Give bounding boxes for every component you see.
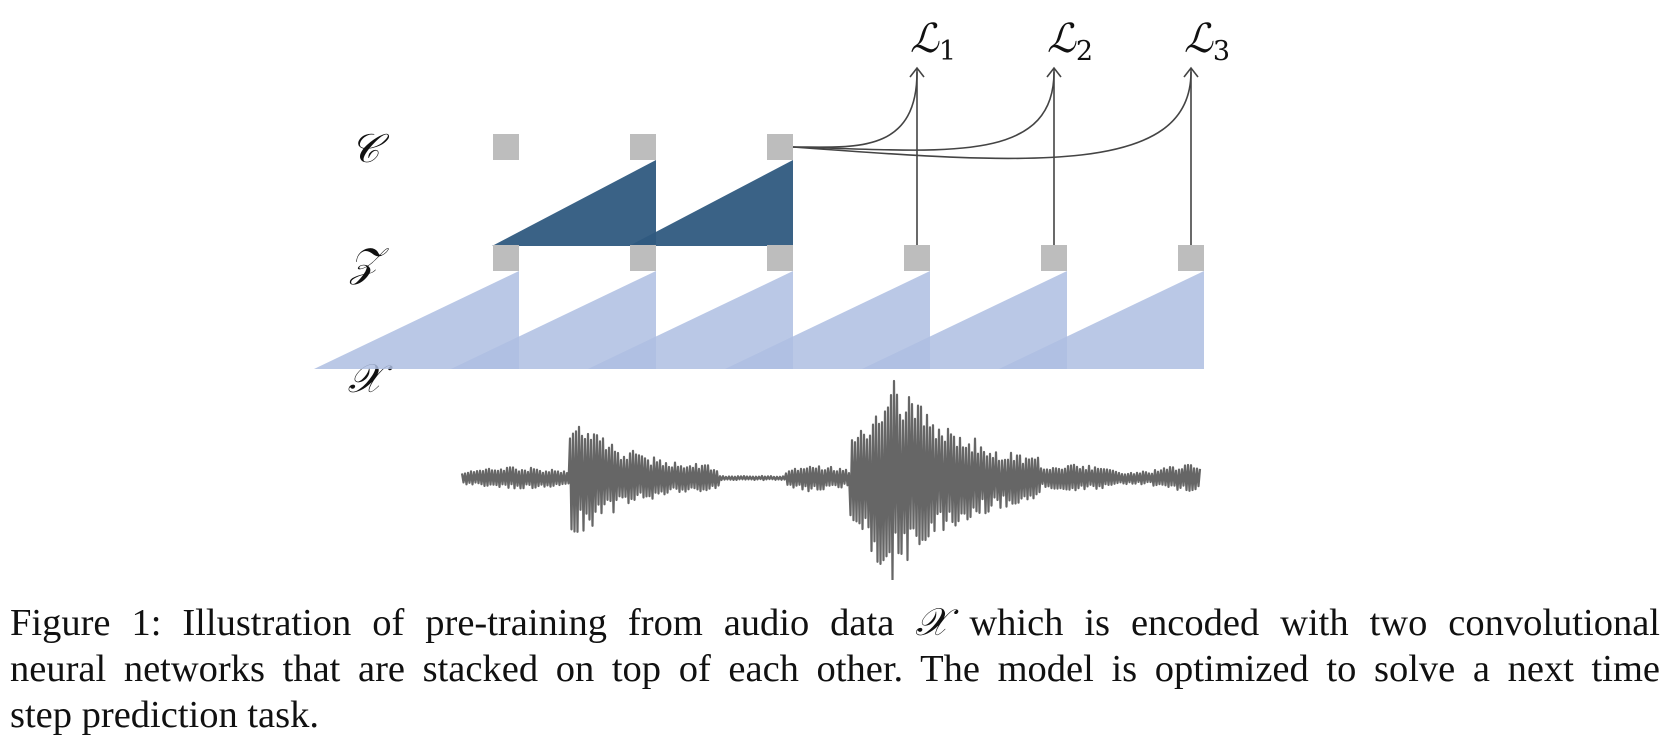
z-node-1 <box>493 245 519 271</box>
arrowhead-3 <box>1183 66 1199 78</box>
layer-label-c: 𝒞 <box>350 126 389 172</box>
figure-caption: Figure 1: Illustration of pre-training f… <box>10 600 1660 738</box>
pretraining-diagram: 𝒞 𝒵 𝒳 ℒ1 ℒ2 ℒ3 <box>314 16 1230 580</box>
audio-waveform <box>460 379 1202 580</box>
caption-line-1: Figure 1: Illustration of pre-training f… <box>10 600 1660 645</box>
encoder-triangle-2 <box>451 271 656 369</box>
c-node-2 <box>630 134 656 160</box>
layer-label-z: 𝒵 <box>349 240 390 286</box>
encoder-receptive-fields <box>314 271 1204 369</box>
caption-line-2: neural networks that are stacked on top … <box>10 648 1660 690</box>
context-receptive-fields <box>492 160 793 246</box>
context-triangle-2 <box>629 160 793 246</box>
c-node-1 <box>493 134 519 160</box>
context-triangle-1 <box>492 160 656 246</box>
arrowhead-2 <box>1046 66 1062 78</box>
prediction-arrows <box>792 66 1199 245</box>
arrow-curve-3 <box>792 71 1192 160</box>
caption-line-3: step prediction task. <box>10 694 319 736</box>
z-node-2 <box>630 245 656 271</box>
encoder-triangle-3 <box>588 271 793 369</box>
arrow-curve-1 <box>792 71 918 148</box>
loss-label-3: ℒ3 <box>1184 16 1230 67</box>
z-node-4 <box>904 245 930 271</box>
z-nodes <box>493 245 1204 271</box>
encoder-triangle-4 <box>725 271 930 369</box>
z-node-5 <box>1041 245 1067 271</box>
z-node-3 <box>767 245 793 271</box>
arrowhead-1 <box>909 66 925 78</box>
loss-label-1: ℒ1 <box>910 16 956 67</box>
encoder-triangle-5 <box>862 271 1067 369</box>
arrow-curve-2 <box>792 71 1055 151</box>
encoder-triangle-6 <box>999 271 1204 369</box>
caption-math-x: 𝒳 <box>915 600 949 645</box>
loss-label-2: ℒ2 <box>1047 16 1093 67</box>
encoder-triangle-1 <box>314 271 519 369</box>
c-node-3 <box>767 134 793 160</box>
c-nodes <box>493 134 793 160</box>
z-node-6 <box>1178 245 1204 271</box>
